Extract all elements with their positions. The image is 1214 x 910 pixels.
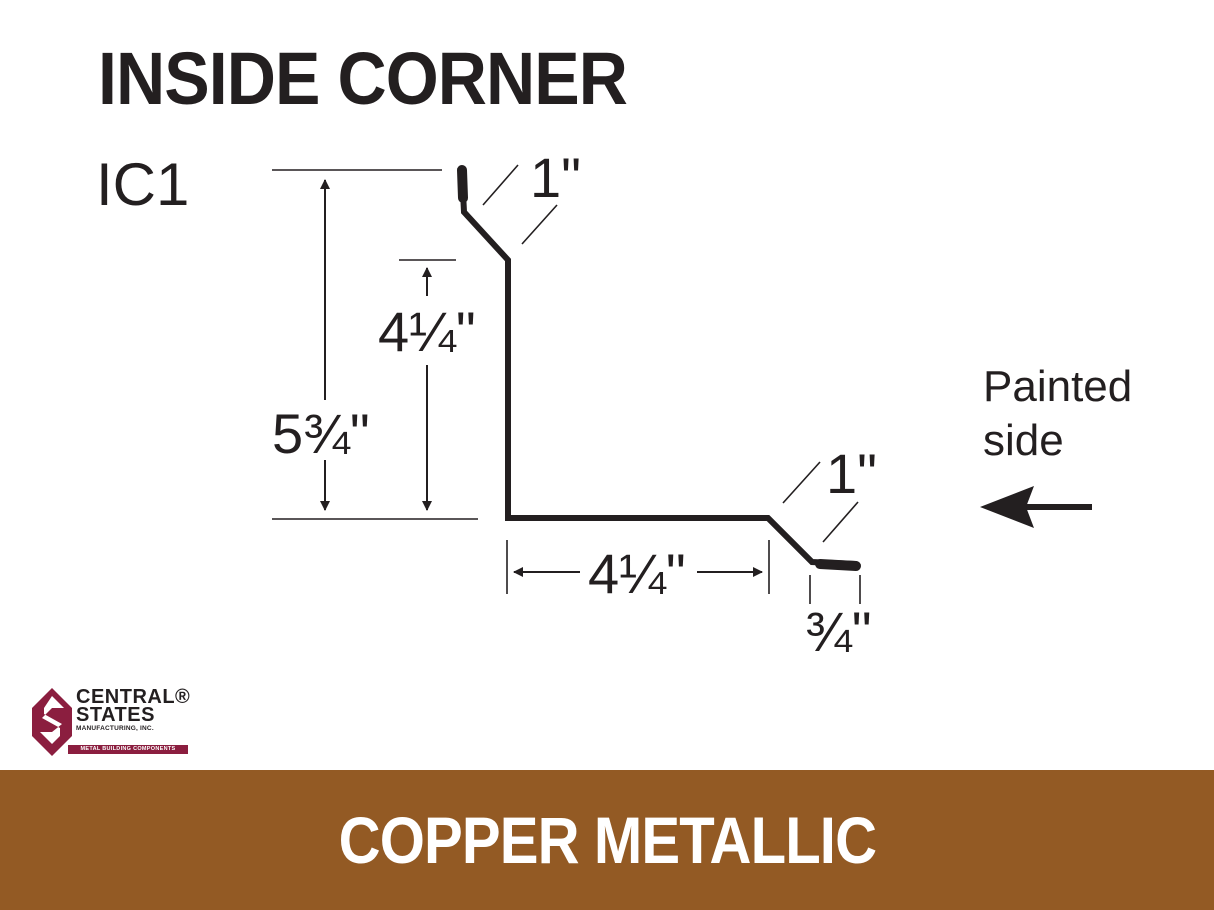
dim-overall-height: 5¾" <box>272 402 370 465</box>
profile-diagram <box>272 164 1092 604</box>
product-code: IC1 <box>96 151 190 218</box>
company-logo: CENTRAL® STATES MANUFACTURING, INC. META… <box>30 686 200 758</box>
color-name: COPPER METALLIC <box>338 803 876 877</box>
dim-inner-height: 4¼" <box>378 300 476 363</box>
dim-top-lip: 1" <box>530 146 582 209</box>
dim-hem: ¾" <box>805 600 872 663</box>
dim-bottom-width: 4¼" <box>588 542 686 605</box>
painted-side-label: Painted side <box>983 362 1133 465</box>
arrow-left-icon <box>980 486 1092 528</box>
page-title: INSIDE CORNER <box>98 37 628 120</box>
color-banner: COPPER METALLIC <box>0 770 1214 910</box>
corner-profile <box>457 165 861 571</box>
dim-bottom-lip: 1" <box>826 442 878 505</box>
logo-emblem-icon <box>32 688 72 756</box>
